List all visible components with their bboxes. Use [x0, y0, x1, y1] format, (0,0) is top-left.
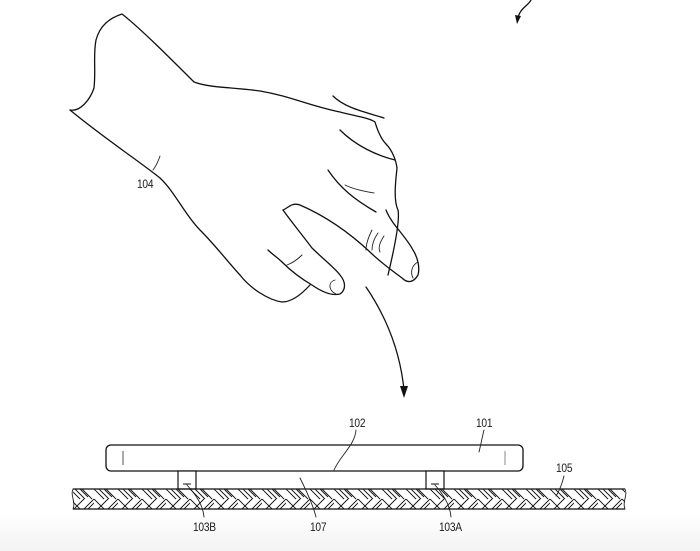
label-103b: 103B [193, 520, 216, 534]
motion-arrow-icon [365, 286, 408, 398]
support-surface-105 [71, 475, 627, 518]
label-107: 107 [310, 520, 327, 534]
figure-pointer-arrow-icon [515, 0, 532, 24]
device-101 [105, 429, 524, 472]
hand-illustration [69, 13, 420, 303]
label-104: 104 [137, 177, 154, 191]
label-102: 102 [349, 416, 366, 430]
label-105: 105 [556, 461, 573, 475]
label-101: 101 [476, 416, 493, 430]
label-103a: 103A [439, 520, 462, 534]
